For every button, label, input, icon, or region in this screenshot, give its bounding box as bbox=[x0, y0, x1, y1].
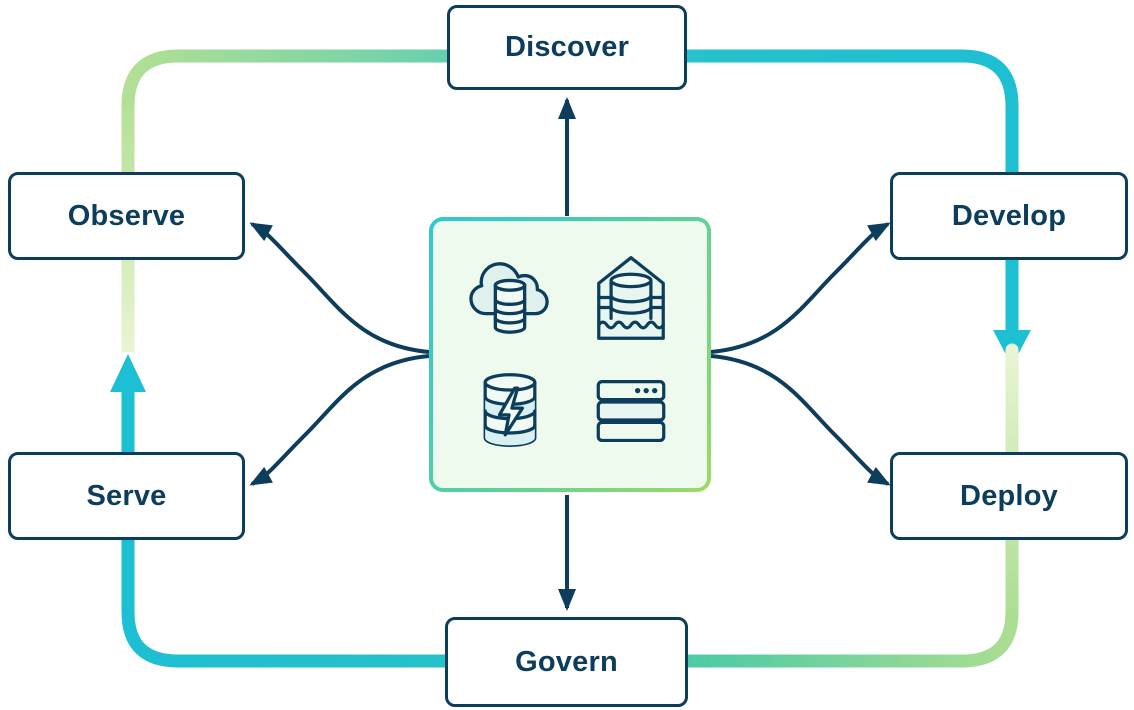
node-develop: Develop bbox=[890, 172, 1128, 260]
loop-segment-top bbox=[121, 49, 1019, 336]
node-observe-label: Observe bbox=[67, 199, 186, 232]
node-deploy-label: Deploy bbox=[960, 479, 1058, 512]
node-govern: Govern bbox=[445, 617, 688, 707]
lakehouse-icon bbox=[596, 256, 665, 341]
node-discover-label: Discover bbox=[504, 31, 630, 63]
node-observe: Observe bbox=[8, 172, 245, 260]
node-develop-label: Develop bbox=[951, 199, 1067, 232]
node-govern-label: Govern bbox=[515, 645, 618, 678]
center-icon-grid bbox=[433, 221, 707, 488]
node-discover: Discover bbox=[447, 5, 687, 90]
loop-arrow-up-icon bbox=[110, 354, 146, 392]
database-lightning-icon bbox=[483, 373, 536, 448]
node-serve: Serve bbox=[8, 452, 245, 540]
arrow-center-to-observe bbox=[249, 222, 430, 354]
loop-segment-bottom bbox=[121, 390, 1019, 668]
cloud-database-icon bbox=[468, 261, 549, 334]
node-deploy: Deploy bbox=[890, 452, 1128, 540]
center-platform-box bbox=[429, 217, 711, 492]
arrow-center-to-deploy bbox=[710, 354, 891, 486]
node-serve-label: Serve bbox=[86, 479, 167, 512]
arrow-center-to-serve bbox=[249, 354, 430, 486]
arrow-center-to-develop bbox=[710, 222, 891, 354]
server-rack-icon bbox=[596, 379, 665, 442]
